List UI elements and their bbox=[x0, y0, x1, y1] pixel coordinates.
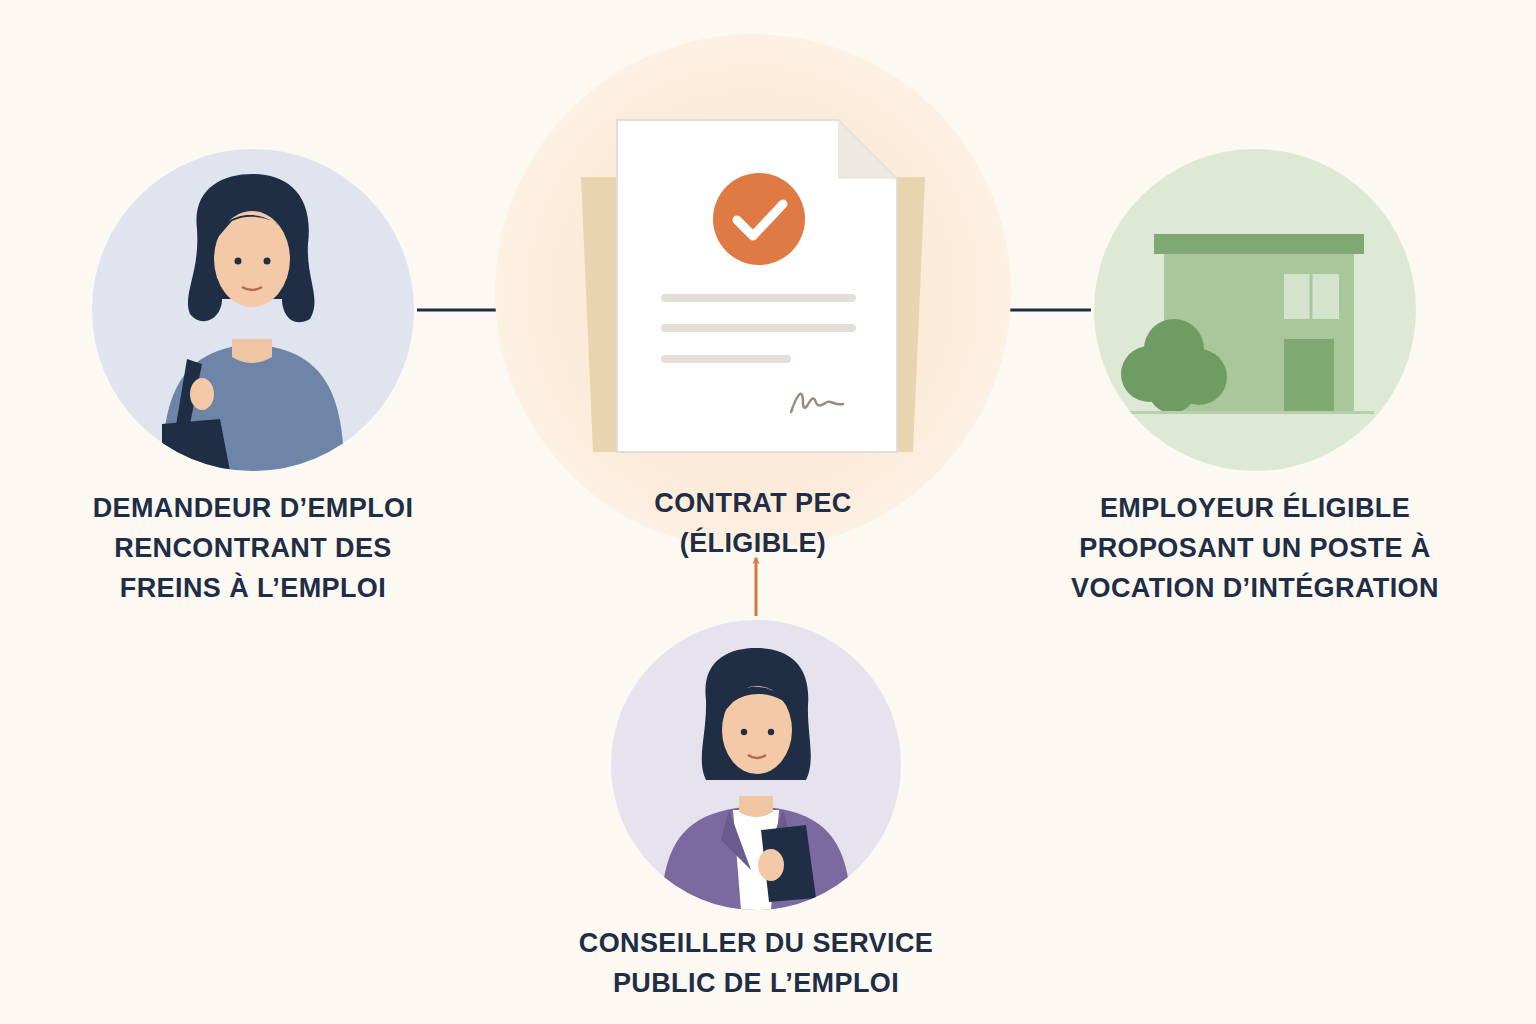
node-label: CONTRAT PEC (ÉLIGIBLE) bbox=[588, 484, 918, 564]
arrow-connector bbox=[755, 558, 758, 616]
employer-node: EMPLOYEUR ÉLIGIBLE PROPOSANT UN POSTE À … bbox=[1020, 149, 1490, 609]
contract-illustration bbox=[493, 32, 1013, 552]
node-circle bbox=[1094, 149, 1416, 471]
node-label: EMPLOYEUR ÉLIGIBLE PROPOSANT UN POSTE À … bbox=[1020, 489, 1490, 609]
node-circle bbox=[92, 149, 414, 471]
building-illustration bbox=[1094, 149, 1416, 471]
node-label: CONSEILLER DU SERVICE PUBLIC DE L’EMPLOI bbox=[546, 924, 966, 1004]
advisor-node: CONSEILLER DU SERVICE PUBLIC DE L’EMPLOI bbox=[546, 620, 966, 1004]
node-circle bbox=[611, 620, 901, 910]
job-seeker-node: DEMANDEUR D’EMPLOI RENCONTRANT DES FREIN… bbox=[63, 149, 443, 609]
job-seeker-illustration bbox=[92, 149, 414, 471]
advisor-illustration bbox=[611, 620, 901, 910]
node-label: DEMANDEUR D’EMPLOI RENCONTRANT DES FREIN… bbox=[63, 489, 443, 609]
node-circle: CONTRAT PEC (ÉLIGIBLE) bbox=[493, 32, 1013, 552]
contract-node: CONTRAT PEC (ÉLIGIBLE) bbox=[493, 32, 1013, 552]
